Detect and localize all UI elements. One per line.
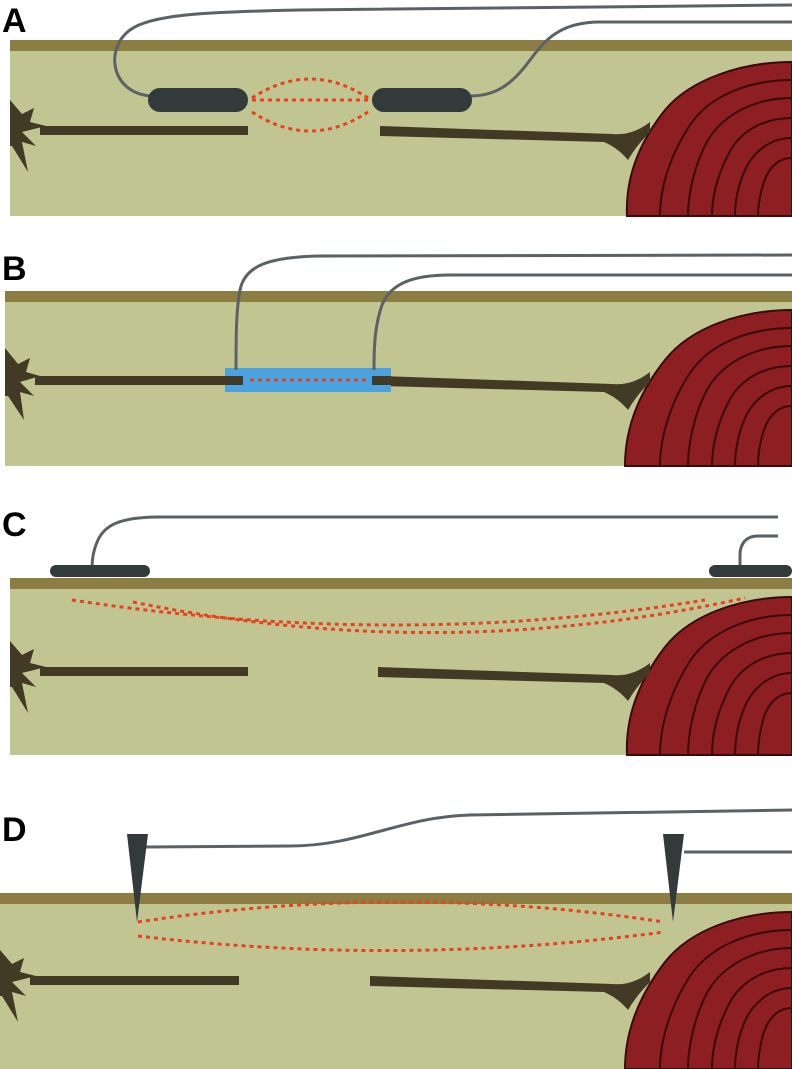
proximal-axon	[40, 126, 248, 135]
stimulating-wire	[90, 515, 778, 574]
current-field-lines	[251, 77, 369, 133]
muscle-fiber-icon	[625, 595, 792, 756]
needle-electrode-icon	[127, 834, 148, 922]
panel-d-diagram	[0, 808, 792, 1069]
skin-surface	[0, 893, 792, 904]
panel-c: C	[0, 505, 792, 772]
panel-label: D	[2, 811, 27, 849]
neuron-cell-body-icon	[0, 950, 36, 1022]
neuron-cell-body-icon	[5, 348, 40, 420]
surface-electrode-icon	[50, 565, 150, 577]
distal-axon	[370, 972, 650, 1010]
panel-c-diagram	[10, 515, 792, 756]
current-field-lines	[71, 596, 746, 635]
stimulating-wire	[234, 253, 792, 371]
cuff-electrode-icon	[148, 88, 248, 112]
neuron-cell-body-icon	[10, 100, 46, 172]
muscle-fiber-icon	[623, 910, 792, 1069]
muscle-fiber-icon	[625, 60, 792, 217]
stimulating-wire	[113, 3, 792, 98]
panel-a: A	[0, 0, 792, 267]
panel-b: B	[0, 250, 792, 517]
distal-axon	[380, 122, 650, 160]
needle-electrode-icon	[663, 834, 684, 922]
panel-b-diagram	[5, 253, 792, 467]
stimulating-wire	[144, 808, 792, 854]
distal-axon	[378, 663, 650, 701]
panel-a-diagram	[10, 3, 792, 217]
skin-surface	[10, 40, 792, 51]
surface-electrode-icon	[709, 565, 792, 577]
muscle-fiber-icon	[623, 308, 792, 467]
panel-label: B	[2, 250, 27, 288]
skin-surface	[10, 578, 792, 589]
cuff-electrode-icon	[372, 88, 472, 112]
distal-axon-stump	[372, 376, 391, 385]
skin-surface	[5, 291, 792, 302]
proximal-axon	[40, 667, 248, 676]
panel-label: C	[2, 506, 27, 544]
neuron-cell-body-icon	[10, 641, 46, 713]
distal-axon	[380, 372, 650, 410]
panel-d: D	[0, 802, 792, 1069]
proximal-axon-stump	[225, 376, 243, 385]
proximal-axon	[35, 376, 240, 385]
proximal-axon	[30, 976, 239, 985]
current-field-lines	[137, 900, 665, 953]
panel-label: A	[2, 2, 27, 40]
